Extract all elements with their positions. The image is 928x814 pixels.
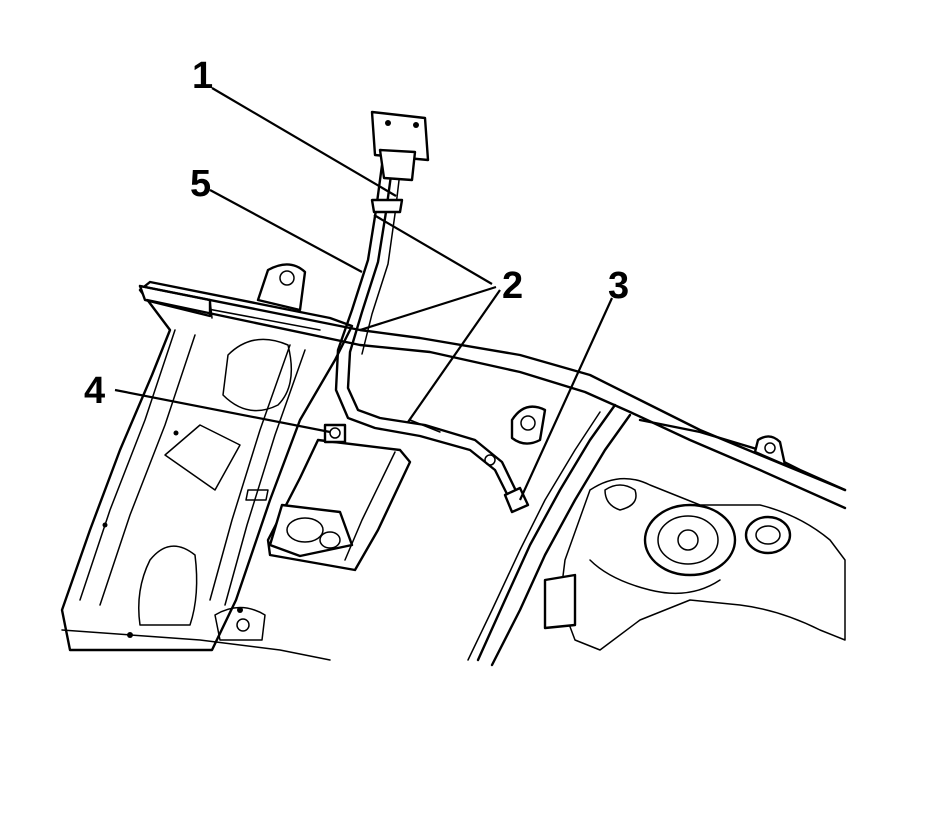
leader-lines [114,87,614,501]
leader-4 [114,388,331,434]
frame-rail-right [467,403,847,667]
leader-2c [407,289,501,423]
leader-5 [209,189,363,273]
callout-5: 5 [190,163,211,205]
line-bracket [370,110,430,214]
evap-canister [266,423,412,572]
frame-crossmember-left [138,263,847,510]
callout-4: 4 [84,370,105,412]
leader-1 [211,87,397,197]
fuel-tank-area [543,477,846,651]
leader-2b [359,285,497,332]
underbody-floor-panel [60,280,354,652]
callout-1: 1 [192,55,213,97]
callout-3: 3 [608,265,629,307]
leader-3 [518,297,614,501]
lower-crossmember [61,606,331,661]
callout-2: 2 [502,265,523,307]
leader-2a [373,214,493,285]
